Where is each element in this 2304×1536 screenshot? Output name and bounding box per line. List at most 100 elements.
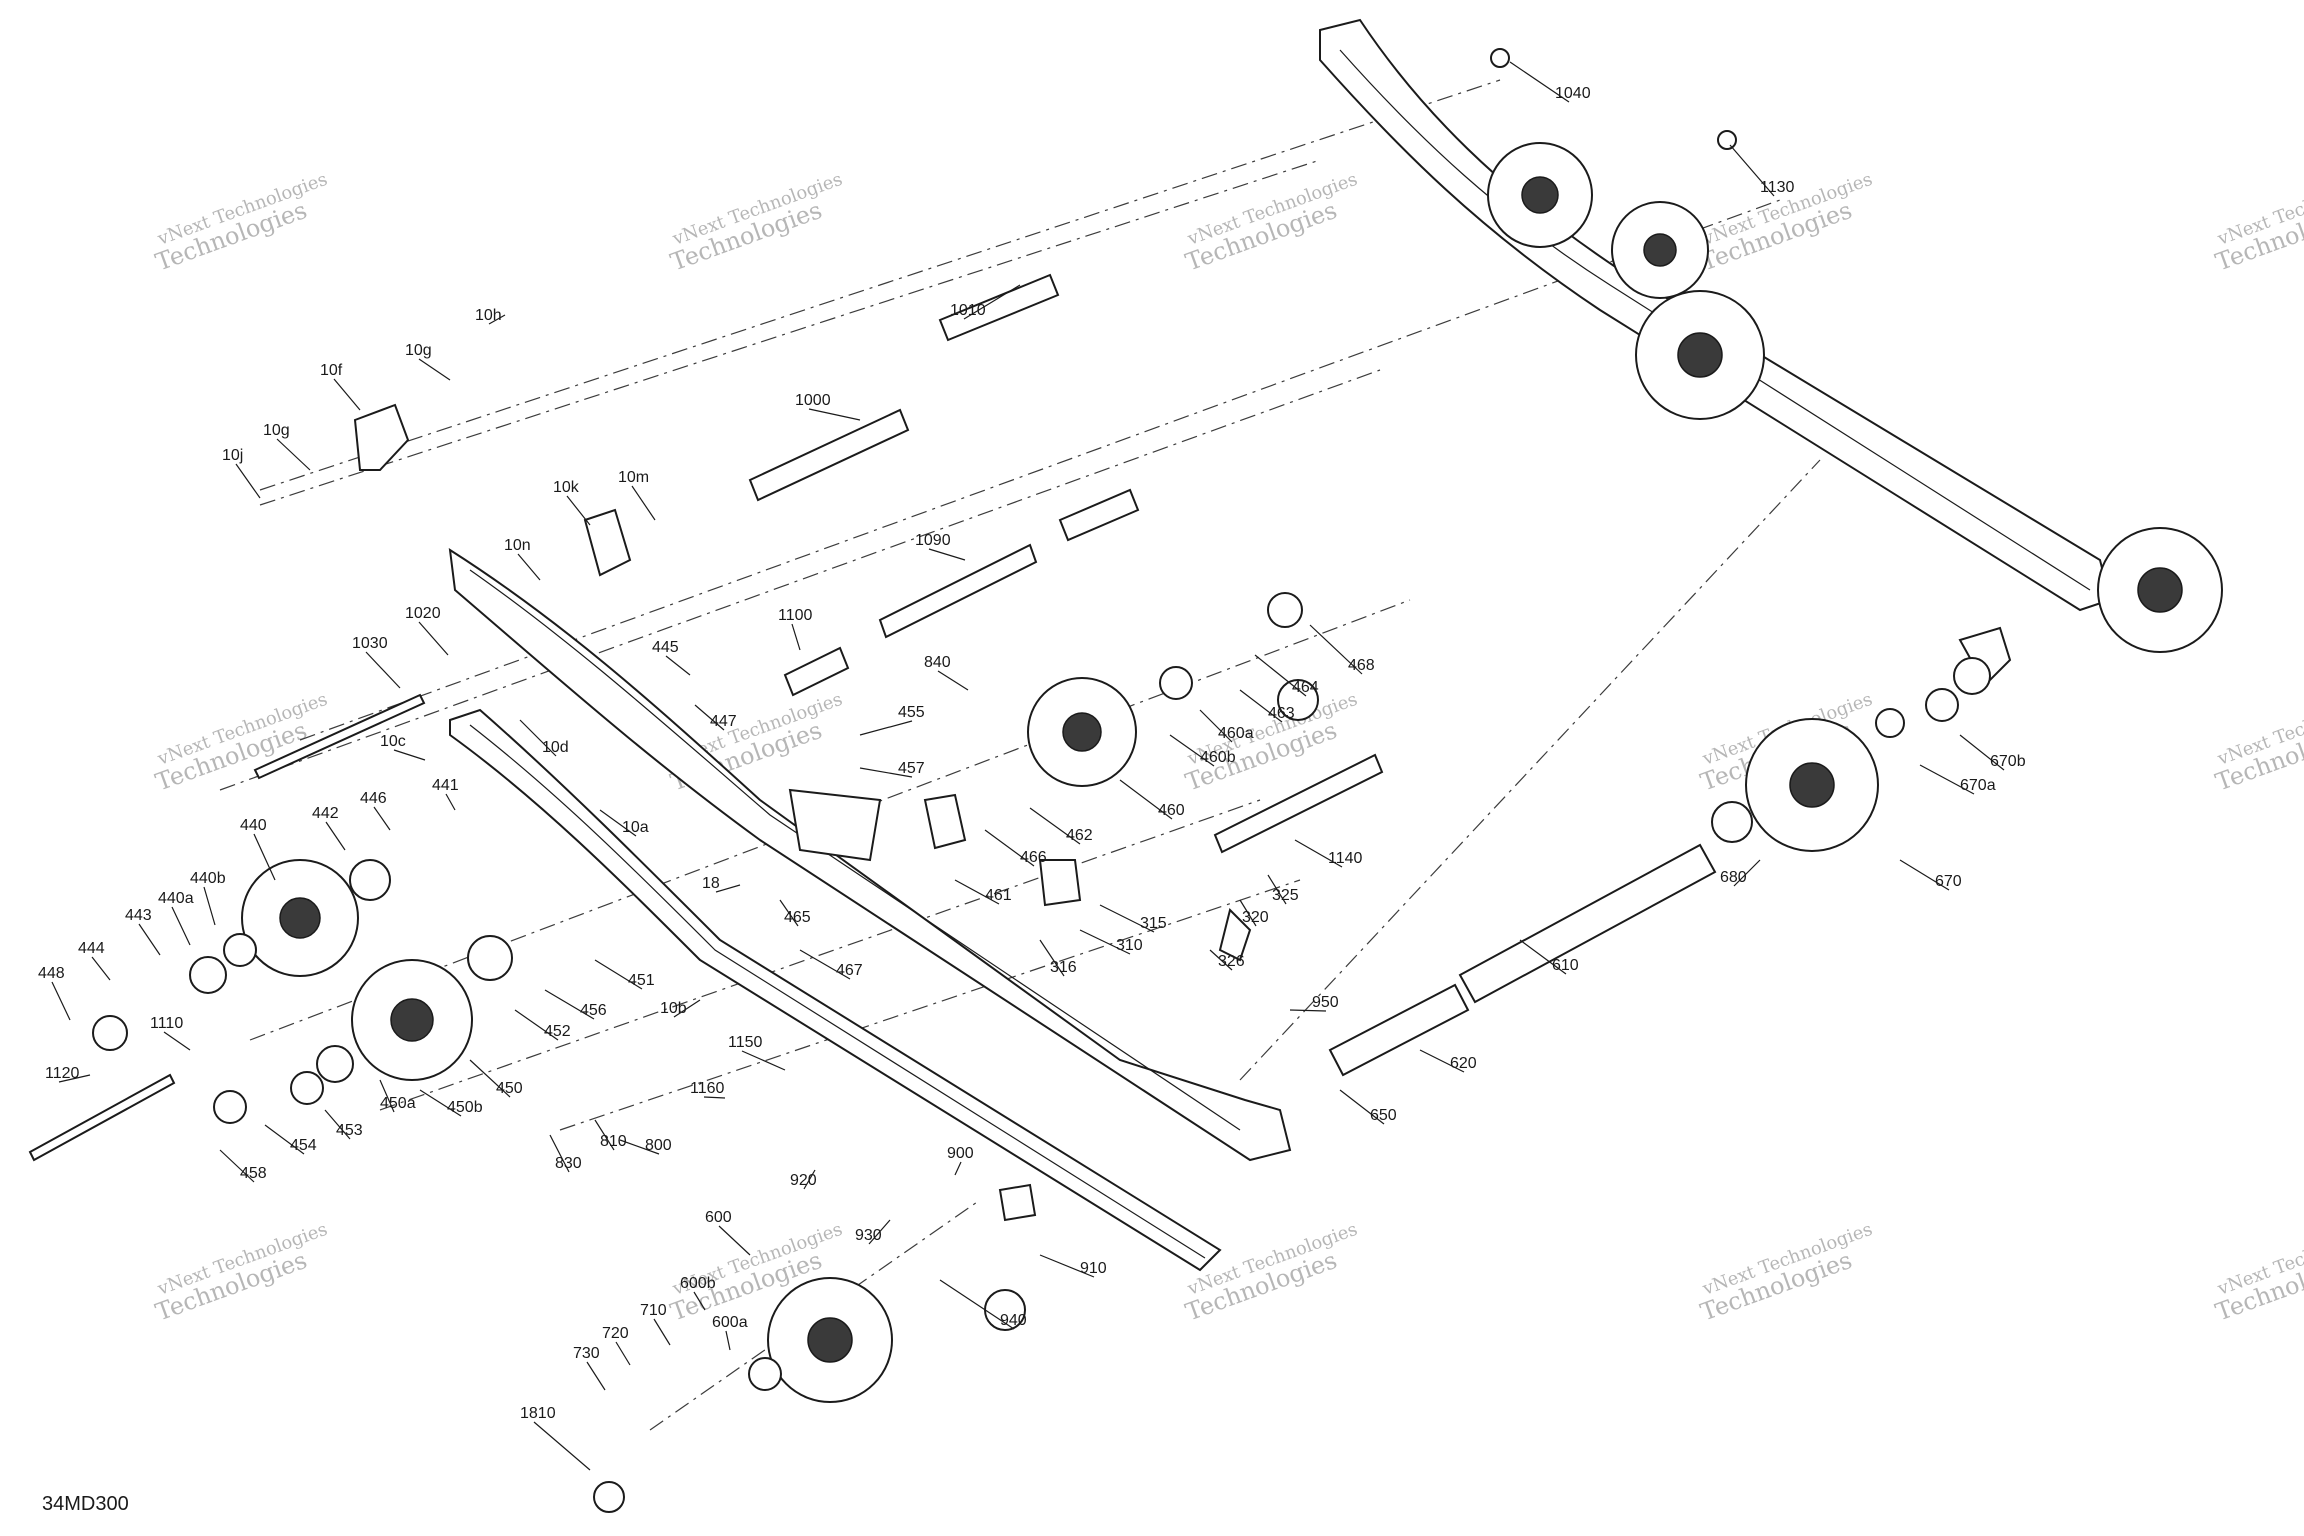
callout-leader	[1029, 807, 1081, 845]
callout-leader	[599, 809, 637, 837]
callout-leader	[1039, 1254, 1095, 1278]
callout-460: 460	[1158, 802, 1185, 819]
callout-leader	[544, 989, 595, 1020]
callout-leader	[1509, 61, 1570, 103]
callout-452: 452	[544, 1023, 571, 1040]
callout-446: 446	[360, 790, 387, 807]
callout-1000: 1000	[795, 392, 831, 409]
callout-610: 610	[1552, 957, 1579, 974]
callout-leader	[549, 1134, 570, 1173]
callout-leader	[1294, 839, 1343, 868]
callout-leader	[517, 553, 541, 581]
callout-451: 451	[628, 972, 655, 989]
callout-leader	[1039, 939, 1065, 977]
callout-leader	[868, 1219, 891, 1245]
callout-10a: 10a	[622, 819, 649, 836]
callout-leader	[1239, 899, 1257, 927]
callout-710: 710	[640, 1302, 667, 1319]
callout-1130: 1130	[1760, 179, 1795, 196]
callout-440: 440	[240, 817, 267, 834]
callout-10c: 10c	[380, 733, 406, 750]
callout-leader	[171, 906, 191, 946]
callout-leader	[939, 1279, 1015, 1330]
callout-670: 670	[1935, 873, 1962, 890]
callout-840: 840	[924, 654, 951, 671]
callout-leader	[514, 1009, 559, 1041]
callout-leader	[631, 485, 656, 521]
callout-leader	[138, 923, 161, 956]
callout-440a: 440a	[158, 890, 194, 907]
callout-1100: 1100	[778, 607, 813, 624]
callout-leader	[393, 749, 426, 761]
callout-670a: 670a	[1960, 777, 1996, 794]
callout-325: 325	[1272, 887, 1299, 904]
callout-10j: 10j	[222, 447, 243, 464]
callout-leader	[1519, 939, 1567, 975]
callout-leader	[1119, 779, 1173, 820]
callout-468: 468	[1348, 657, 1375, 674]
callout-1160: 1160	[690, 1080, 725, 1097]
callout-465: 465	[784, 909, 811, 926]
callout-leader	[379, 1079, 395, 1113]
callout-leader	[1729, 144, 1775, 197]
callout-leader	[594, 959, 643, 990]
callout-462: 462	[1066, 827, 1093, 844]
callout-442: 442	[312, 805, 339, 822]
callout-leader	[219, 1149, 255, 1183]
callout-leader	[1254, 654, 1307, 697]
callout-leader	[693, 1291, 706, 1311]
callout-leader	[859, 720, 913, 736]
callout-670b: 670b	[1990, 753, 2026, 770]
callout-900: 900	[947, 1145, 974, 1162]
callout-930: 930	[855, 1227, 882, 1244]
callout-910: 910	[1080, 1260, 1107, 1277]
right-rail-assembly	[1319, 18, 2223, 653]
callout-leader	[594, 1119, 615, 1151]
callout-leader	[673, 999, 701, 1018]
callout-600b: 600b	[680, 1275, 716, 1292]
callout-leader	[163, 1031, 191, 1051]
callout-680: 680	[1720, 869, 1747, 886]
callout-461: 461	[985, 887, 1012, 904]
callout-leader	[741, 1050, 786, 1071]
callout-leader	[1309, 624, 1363, 675]
callout-445: 445	[652, 639, 679, 656]
callout-310: 310	[1116, 937, 1143, 954]
callout-leader	[533, 1421, 591, 1471]
callout-leader	[803, 1169, 816, 1190]
callout-620: 620	[1450, 1055, 1477, 1072]
callout-1810: 1810	[520, 1405, 556, 1422]
callout-467: 467	[836, 962, 863, 979]
callout-leader	[1289, 1009, 1327, 1012]
callout-720: 720	[602, 1325, 629, 1342]
callout-466: 466	[1020, 849, 1047, 866]
callout-leader	[1079, 929, 1131, 955]
callout-1090: 1090	[915, 532, 951, 549]
callout-460a: 460a	[1218, 725, 1254, 742]
callout-layer: 104011301010100010h10g10f10g10j10k10m10n…	[38, 61, 2026, 1471]
callout-457: 457	[898, 760, 925, 777]
callout-316: 316	[1050, 959, 1077, 976]
callout-463: 463	[1268, 705, 1295, 722]
callout-leader	[51, 981, 71, 1021]
callout-leader	[488, 314, 506, 325]
callout-leader	[264, 1124, 305, 1155]
callout-leader	[365, 651, 401, 689]
callout-320: 320	[1242, 909, 1269, 926]
callout-leader	[725, 1330, 731, 1351]
callout-leader	[253, 833, 276, 881]
callout-800: 800	[645, 1137, 672, 1154]
hardware	[92, 48, 2012, 1513]
callout-315: 315	[1140, 915, 1167, 932]
callout-464: 464	[1292, 679, 1319, 696]
callout-leader	[1239, 689, 1283, 723]
callout-443: 443	[125, 907, 152, 924]
callout-leader	[1419, 1049, 1465, 1073]
callout-leader	[928, 548, 966, 561]
callout-600a: 600a	[712, 1314, 748, 1331]
